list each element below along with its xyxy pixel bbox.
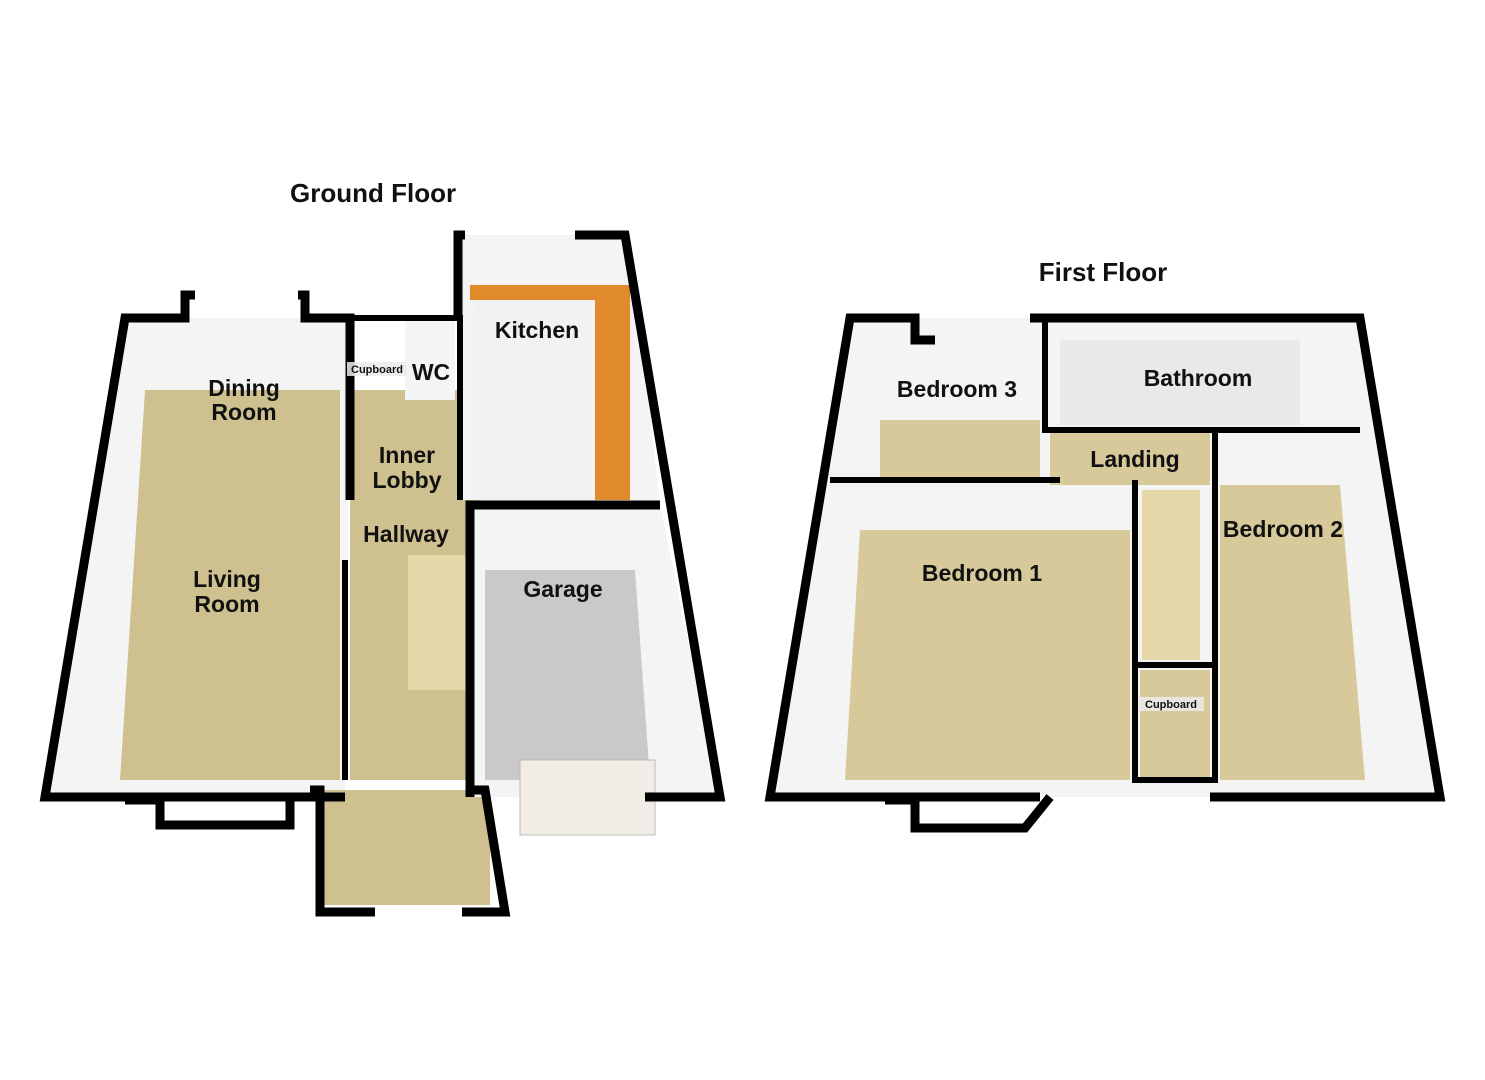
cupboard-floor (1140, 670, 1210, 780)
bay-window-living (125, 795, 295, 830)
label-bathroom: Bathroom (1144, 365, 1253, 391)
garage-floor (485, 570, 650, 780)
label-bg (1138, 697, 1204, 711)
stair-wall (1132, 430, 1218, 783)
staircase-first (1142, 490, 1200, 660)
porch-floor (320, 790, 490, 905)
label-bedroom-3: Bedroom 3 (897, 376, 1017, 402)
label-wc: WC (412, 359, 450, 385)
bathroom-wall (1042, 318, 1360, 433)
svg-text:Living: Living (193, 566, 261, 592)
label-bedroom-2: Bedroom 2 (1223, 516, 1343, 542)
bedroom-1-floor (845, 530, 1130, 780)
svg-text:Dining: Dining (208, 375, 280, 401)
kitchen-worktop (470, 285, 630, 500)
label-inner-lobby: Inner Lobby (373, 442, 442, 493)
living-dining-floor (120, 390, 340, 780)
svg-text:Inner: Inner (379, 442, 435, 468)
inner-lobby-floor (350, 390, 460, 500)
bedroom-3-floor (880, 420, 1040, 478)
kitchen-wall-left (453, 230, 465, 318)
ground-floor-plan: Ground Floor Dining Room (39, 178, 726, 917)
label-living-room: Living Room (193, 566, 261, 617)
label-kitchen: Kitchen (495, 317, 579, 343)
outer-wall-top (298, 290, 355, 500)
bathroom-floor (1060, 340, 1300, 425)
ground-floor-title: Ground Floor (290, 178, 456, 208)
svg-text:Room: Room (211, 399, 276, 425)
garage-wall (465, 500, 660, 797)
first-floor-title: First Floor (1039, 257, 1168, 287)
label-cupboard-first: Cupboard (1145, 699, 1197, 711)
staircase (408, 555, 470, 690)
bay-window-bedroom-1 (885, 794, 1054, 833)
ff-outer-wall-left (764, 313, 1040, 802)
landing-floor (1050, 430, 1210, 485)
label-hallway: Hallway (363, 521, 449, 547)
garage-door (519, 759, 656, 836)
outer-wall-right (575, 230, 726, 802)
label-landing: Landing (1090, 446, 1179, 472)
label-bedroom-1: Bedroom 1 (922, 560, 1042, 586)
outer-wall-left (39, 290, 345, 802)
label-garage: Garage (523, 576, 602, 602)
svg-text:Lobby: Lobby (373, 467, 442, 493)
label-cupboard: Cupboard (351, 364, 403, 376)
porch-wall-right (462, 785, 511, 917)
first-floor-plan: First Floor Bedroom 3 Bathroom Landing B… (764, 257, 1446, 833)
porch-wall-left (310, 785, 375, 917)
wc-wall (350, 315, 463, 500)
label-bg (347, 362, 407, 376)
svg-text:Room: Room (194, 591, 259, 617)
wc-walls (405, 320, 455, 400)
ff-outer-wall-right (1030, 313, 1446, 802)
kitchen-floor (470, 295, 595, 500)
bedroom-2-floor (1220, 485, 1365, 780)
label-dining-room: Dining Room (208, 375, 280, 425)
